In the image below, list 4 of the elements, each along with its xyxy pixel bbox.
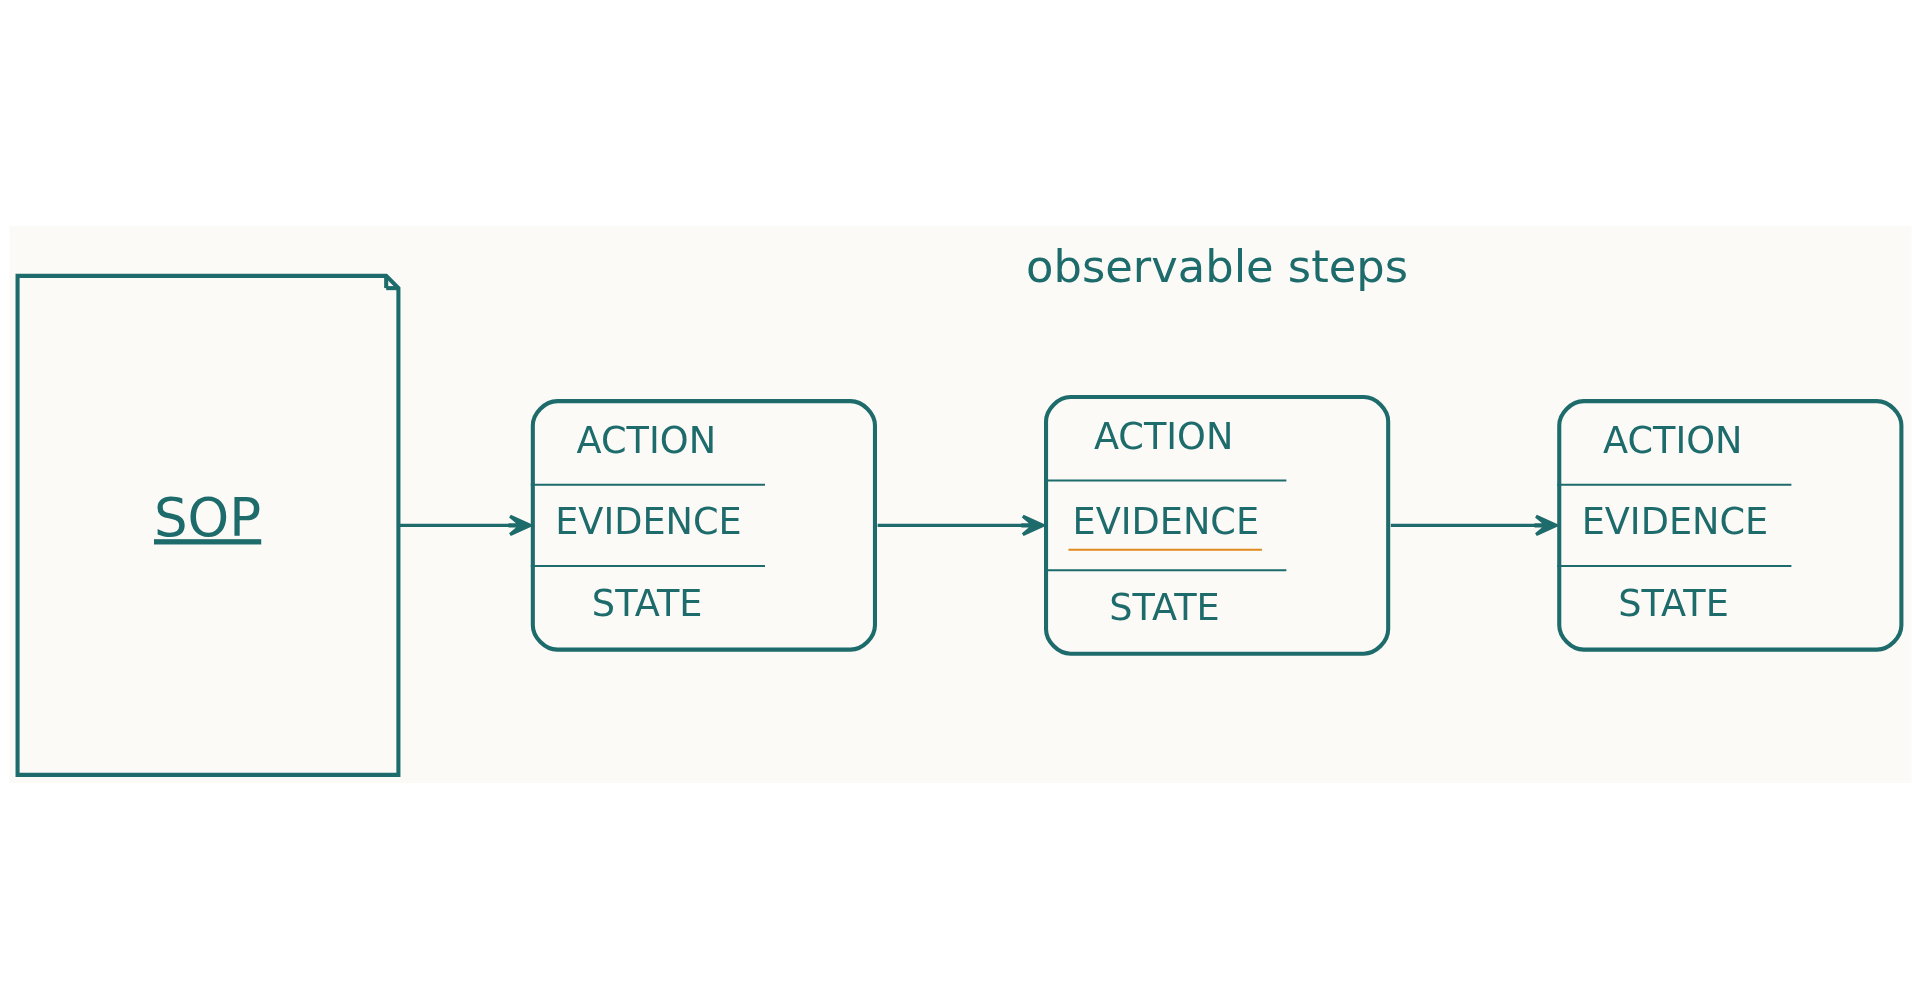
arrow	[877, 514, 1045, 536]
label: observable steps	[1025, 239, 1408, 293]
arrow	[1390, 514, 1558, 536]
arrow	[398, 514, 532, 536]
